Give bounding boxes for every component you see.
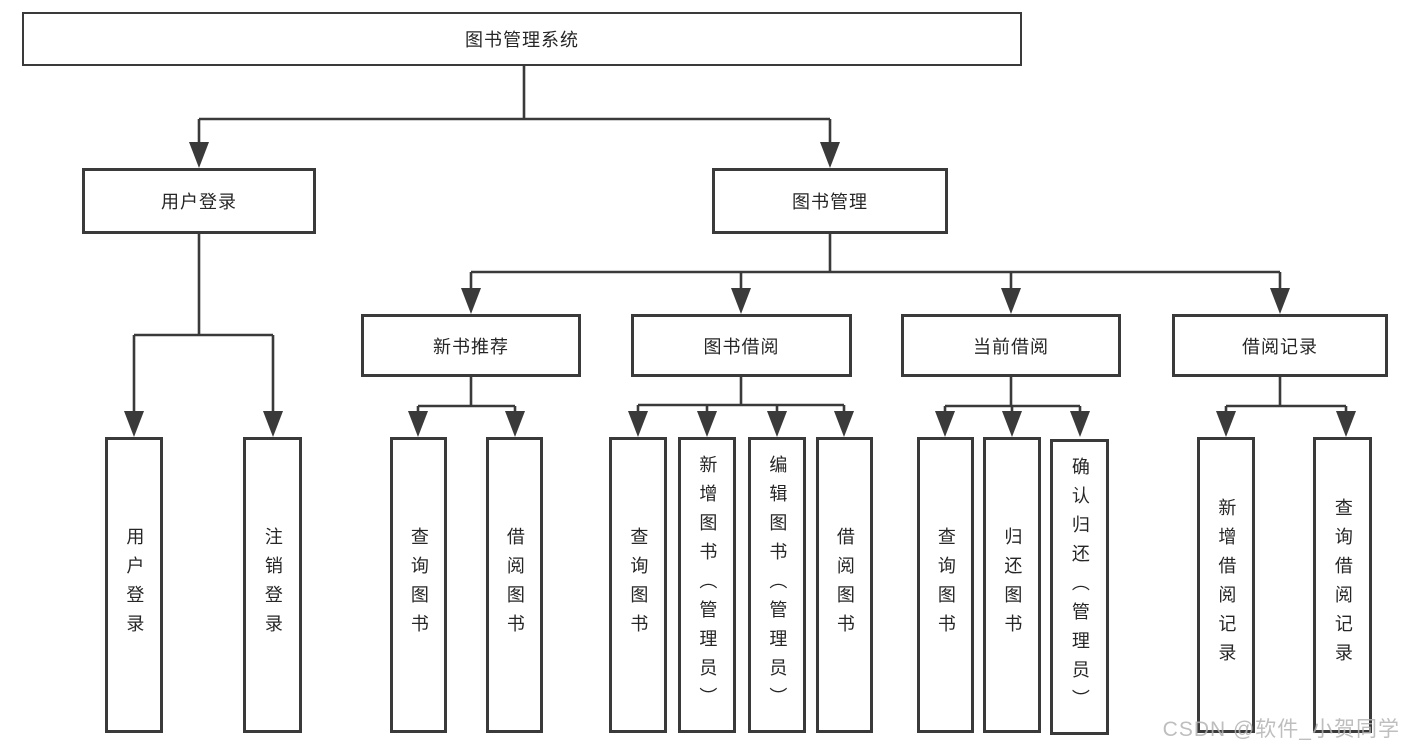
- arrowhead: [1001, 288, 1021, 314]
- node-label: 图书管理系统: [465, 30, 579, 50]
- connector-book-borrowing: [636, 377, 846, 433]
- node-label: 借阅图书: [504, 527, 525, 643]
- node-label: 查询图书: [935, 527, 956, 643]
- node-book-management: 图书管理: [712, 168, 948, 234]
- arrowhead: [628, 411, 648, 437]
- arrowhead: [263, 411, 283, 437]
- arrowhead: [1002, 411, 1022, 437]
- node-label: 编辑图书（管理员）: [767, 454, 788, 716]
- leaf-records-query-borrow-record: 查询借阅记录: [1313, 437, 1372, 733]
- connector-user-login: [132, 234, 275, 433]
- node-label: 新书推荐: [433, 336, 509, 357]
- node-label: 当前借阅: [973, 336, 1049, 357]
- arrowhead: [935, 411, 955, 437]
- node-label: 查询图书: [408, 527, 429, 643]
- connector-new-book-recommendation: [416, 377, 517, 433]
- arrowhead: [1270, 288, 1290, 314]
- connector-borrowing-records: [1224, 377, 1348, 433]
- arrowhead: [820, 142, 840, 168]
- node-label: 查询图书: [628, 527, 649, 643]
- node-label: 查询借阅记录: [1332, 498, 1353, 672]
- node-borrowing-records: 借阅记录: [1172, 314, 1388, 377]
- arrowhead: [1336, 411, 1356, 437]
- leaf-records-add-borrow-record: 新增借阅记录: [1197, 437, 1255, 733]
- arrowhead: [1216, 411, 1236, 437]
- arrowhead: [505, 411, 525, 437]
- connector-book-management: [469, 234, 1282, 310]
- node-label: 借阅记录: [1242, 336, 1318, 357]
- arrowhead: [697, 411, 717, 437]
- leaf-user-login: 用户登录: [105, 437, 163, 733]
- leaf-borrow-borrow-books: 借阅图书: [816, 437, 873, 733]
- arrowhead: [189, 142, 209, 168]
- connector-root: [197, 66, 832, 164]
- leaf-borrow-query-books: 查询图书: [609, 437, 667, 733]
- arrowhead: [1070, 411, 1090, 437]
- node-label: 注销登录: [262, 527, 283, 643]
- leaf-borrow-add-books-admin: 新增图书（管理员）: [678, 437, 736, 733]
- node-label: 图书借阅: [703, 336, 780, 357]
- node-label: 归还图书: [1002, 527, 1023, 643]
- leaf-borrow-edit-books-admin: 编辑图书（管理员）: [748, 437, 806, 733]
- leaf-recommend-query-books: 查询图书: [390, 437, 447, 733]
- leaf-current-confirm-return-admin: 确认归还（管理员）: [1050, 439, 1109, 735]
- leaf-current-return-books: 归还图书: [983, 437, 1041, 733]
- node-label: 用户登录: [161, 192, 237, 212]
- node-new-book-recommendation: 新书推荐: [361, 314, 581, 377]
- node-label: 用户登录: [124, 527, 145, 643]
- leaf-logout-login: 注销登录: [243, 437, 302, 733]
- arrowhead: [834, 411, 854, 437]
- node-book-borrowing: 图书借阅: [631, 314, 852, 377]
- arrowhead: [408, 411, 428, 437]
- node-library-management-system: 图书管理系统: [22, 12, 1022, 66]
- node-user-login: 用户登录: [82, 168, 316, 234]
- node-label: 借阅图书: [834, 527, 855, 643]
- node-current-borrowing: 当前借阅: [901, 314, 1121, 377]
- leaf-recommend-borrow-books: 借阅图书: [486, 437, 543, 733]
- node-label: 新增图书（管理员）: [697, 454, 718, 716]
- node-label: 确认归还（管理员）: [1069, 456, 1090, 718]
- leaf-current-query-books: 查询图书: [917, 437, 974, 733]
- arrowhead: [124, 411, 144, 437]
- node-label: 新增借阅记录: [1216, 498, 1237, 672]
- arrowhead: [767, 411, 787, 437]
- arrowhead: [731, 288, 751, 314]
- node-label: 图书管理: [792, 192, 868, 212]
- arrowhead: [461, 288, 481, 314]
